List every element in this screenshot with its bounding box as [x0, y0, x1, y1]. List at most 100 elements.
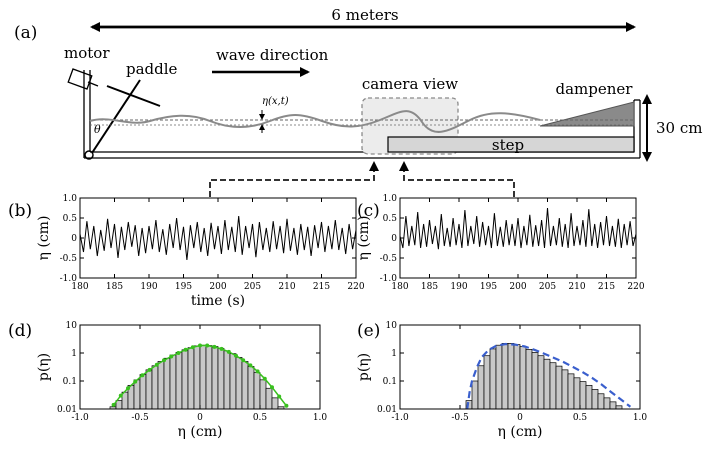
y-tick-label: 0	[71, 234, 77, 244]
x-tick-label: 205	[244, 282, 261, 292]
fit-point	[277, 394, 282, 399]
y-tick-label: -1.0	[380, 274, 398, 284]
fit-point	[270, 385, 274, 390]
histogram-bar	[259, 379, 267, 410]
x-tick-label: 0.5	[573, 413, 588, 423]
paddle-label: paddle	[126, 60, 178, 78]
x-tick-label: 185	[106, 282, 123, 292]
histogram-bar	[223, 350, 231, 410]
histogram-bar	[573, 377, 581, 410]
x-tick-label: 0	[517, 413, 523, 423]
histogram-bar	[471, 380, 479, 410]
histogram-bar	[169, 354, 177, 410]
x-axis-label: time (s)	[191, 293, 245, 309]
histogram-bar	[265, 387, 273, 410]
step	[387, 136, 635, 153]
histogram-bar	[181, 349, 189, 410]
histogram-bar	[121, 391, 129, 410]
motor-box	[67, 68, 93, 90]
fit-point	[190, 345, 195, 350]
fit-point	[262, 376, 267, 381]
histogram-bar	[205, 345, 213, 410]
x-tick-label: 215	[313, 282, 330, 292]
x-tick-label: 1.0	[313, 413, 328, 423]
x-axis-label: η (cm)	[498, 424, 543, 440]
histogram-bar	[151, 365, 159, 410]
histogram-bar	[157, 361, 165, 410]
x-tick-label: 1.0	[633, 413, 648, 423]
histogram-bar	[597, 393, 605, 410]
fit-curve	[466, 342, 632, 410]
fit-point	[140, 373, 145, 378]
y-tick-label: 0.1	[63, 377, 77, 387]
histogram-bar	[489, 348, 497, 410]
x-tick-label: 180	[391, 282, 408, 292]
dampener-label: dampener	[556, 80, 634, 98]
series-line	[79, 215, 357, 261]
x-tick-label: 215	[598, 282, 615, 292]
histogram-bar	[561, 369, 569, 410]
fit-point	[133, 379, 138, 384]
x-tick-label: 200	[509, 282, 526, 292]
y-tick-label: 0.5	[383, 214, 398, 224]
histogram-bar	[585, 384, 593, 410]
histogram-bar	[483, 355, 491, 410]
x-tick-label: 195	[480, 282, 497, 292]
x-tick-label: 210	[568, 282, 585, 292]
histogram-bar	[145, 369, 153, 410]
x-tick-label: -0.5	[451, 413, 469, 423]
x-tick-label: 200	[209, 282, 226, 292]
x-tick-label: 205	[539, 282, 556, 292]
y-tick-label: 0.5	[63, 214, 78, 224]
histogram-bar	[609, 401, 617, 410]
y-tick-label: 1	[71, 349, 77, 359]
x-tick-label: 190	[450, 282, 467, 292]
panel-label-b: (b)	[8, 201, 32, 221]
fit-point	[183, 347, 188, 352]
length-label: 6 meters	[331, 6, 398, 24]
x-tick-label: 190	[140, 282, 157, 292]
y-tick-label: 1	[391, 349, 397, 359]
y-tick-label: -0.5	[60, 254, 78, 264]
fit-point	[226, 349, 231, 354]
fit-point	[147, 367, 152, 372]
histogram-bar	[229, 353, 237, 410]
y-tick-label: 0.01	[377, 405, 397, 415]
wave	[89, 110, 541, 133]
fit-point	[234, 353, 238, 358]
camera-view-label: camera view	[362, 75, 458, 93]
histogram-bar	[193, 345, 201, 410]
histogram-bar	[217, 348, 225, 410]
x-tick-label: -0.5	[131, 413, 149, 423]
histogram-bar	[495, 344, 503, 410]
histogram-bar	[211, 346, 219, 410]
histogram-bar	[253, 372, 261, 410]
panel-label-a: (a)	[14, 23, 37, 43]
histogram-bar	[199, 344, 207, 410]
x-tick-label: 195	[175, 282, 192, 292]
histogram-bar	[241, 361, 249, 410]
histogram-bar	[247, 366, 255, 410]
theta-label: θ	[94, 123, 101, 136]
y-tick-label: 10	[386, 321, 398, 331]
x-axis-label: η (cm)	[178, 424, 223, 440]
histogram-bar	[567, 373, 575, 410]
panel-label-d: (d)	[8, 321, 32, 341]
x-tick-label: 0.5	[253, 413, 268, 423]
series-line	[399, 207, 637, 250]
x-tick-label: 185	[421, 282, 438, 292]
y-tick-label: 0.1	[383, 377, 397, 387]
wave-direction-label: wave direction	[216, 46, 329, 64]
panel-label-c: (c)	[357, 201, 380, 221]
panel-label-e: (e)	[357, 321, 380, 341]
histogram-bar	[531, 352, 539, 410]
y-axis-label: η (cm)	[36, 216, 52, 261]
paddle-rod	[89, 79, 141, 157]
fit-point	[248, 363, 253, 368]
y-tick-label: -0.5	[380, 254, 398, 264]
y-axis-label: p(η)	[36, 353, 52, 381]
fit-point	[205, 343, 210, 348]
